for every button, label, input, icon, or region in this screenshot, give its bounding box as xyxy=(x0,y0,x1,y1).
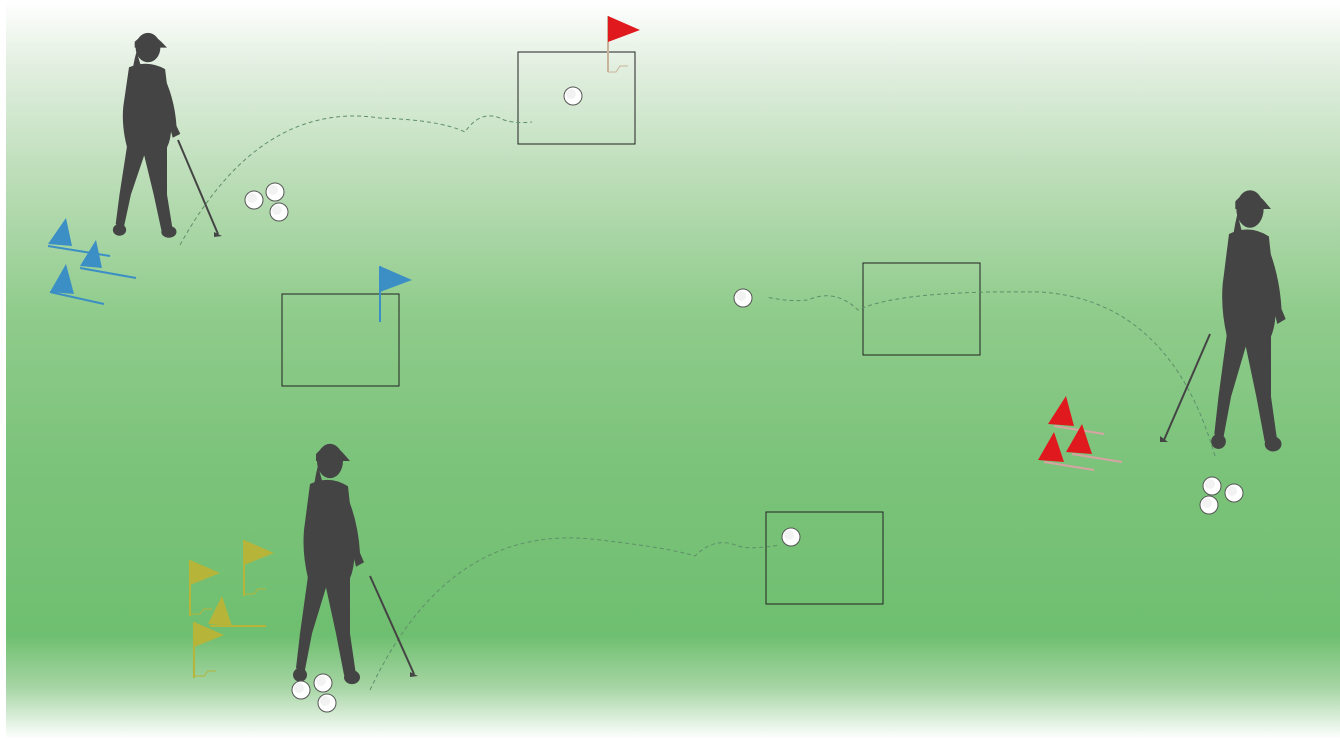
golfer-right xyxy=(1160,190,1286,451)
target-box-mid-left xyxy=(282,294,399,386)
golfer-top-left xyxy=(113,33,222,238)
golfer-bottom-left xyxy=(293,444,418,684)
target-box-mid-right xyxy=(863,263,980,355)
trajectory-top xyxy=(180,116,532,245)
ball-in-target-top xyxy=(564,87,582,105)
trajectory-bottom xyxy=(370,538,780,690)
red-marker-flags xyxy=(1038,396,1122,470)
yellow-marker-flags xyxy=(190,540,274,678)
ball-in-target-bottom xyxy=(782,528,800,546)
balls-top-left xyxy=(245,183,288,221)
trajectory-right xyxy=(766,292,1215,456)
target-box-bottom xyxy=(766,512,883,604)
balls-right xyxy=(1200,477,1243,514)
ball-loose-mid xyxy=(734,289,752,307)
